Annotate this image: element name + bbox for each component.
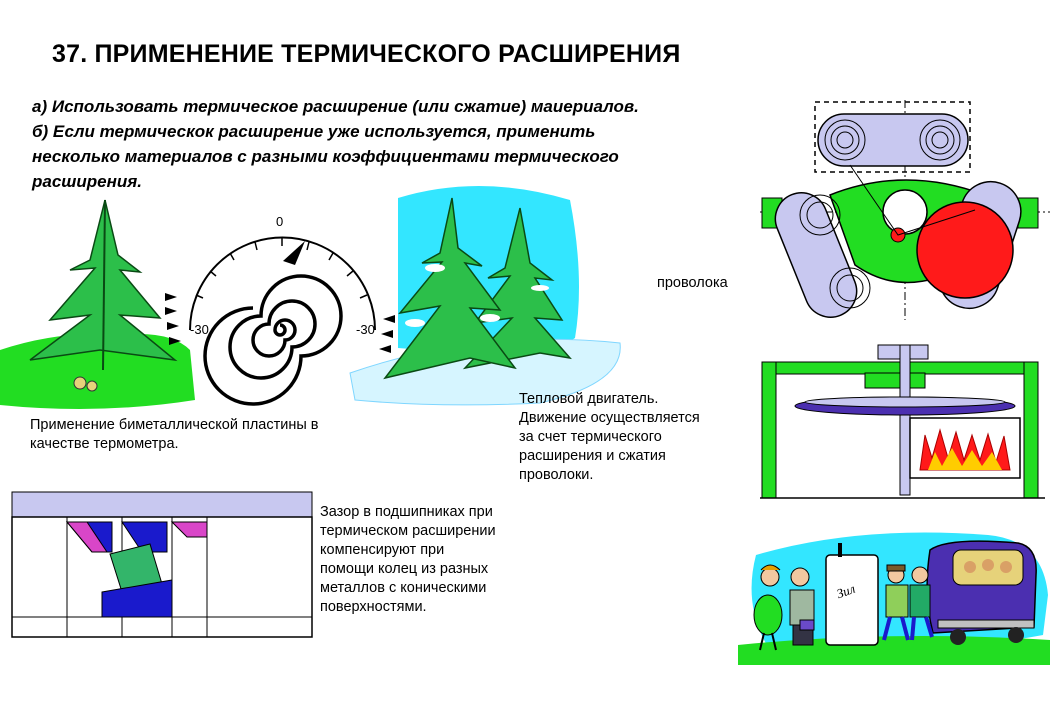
bus-wheel-left (950, 629, 966, 645)
bearing-caption: Зазор в подшипниках при термическом расш… (320, 504, 496, 615)
shaft (899, 344, 911, 496)
intro-line-a: а) Использовать термическое расширение (… (32, 97, 639, 116)
dial-needle (283, 241, 305, 265)
arrows-left (165, 293, 181, 345)
winter-trees-illustration (349, 185, 621, 406)
wire-line (849, 164, 976, 236)
frame-left (761, 361, 777, 499)
heat-engine-side (760, 344, 1045, 499)
fridge-logo: Зил (834, 581, 857, 602)
winter-tree-front (383, 197, 517, 380)
person-3 (882, 564, 910, 641)
red-wheel (916, 201, 1014, 299)
mushroom-1 (73, 376, 87, 390)
bearing-top-bar (11, 491, 313, 518)
cartoon-ground (738, 636, 1050, 665)
intro-line-b1: б) Если термическок расширение уже испол… (32, 122, 596, 141)
snow-patches (405, 264, 549, 327)
mushroom-2 (86, 380, 98, 392)
fire-inner (928, 448, 1002, 470)
belt-top (817, 113, 969, 167)
dial-arc (189, 236, 376, 331)
bus-bumper (937, 619, 1035, 629)
fridge-handle (838, 543, 842, 557)
fridge (825, 554, 879, 646)
bimetal-thermometer (165, 236, 395, 406)
intro-line-b3: расширения. (32, 172, 143, 191)
dashed-frame (814, 101, 971, 173)
person-2 (789, 567, 815, 646)
scale-label-left: -30 (190, 322, 209, 337)
scale-label-top: 0 (276, 214, 284, 229)
disc-top (804, 396, 1006, 408)
person-4 (909, 566, 934, 641)
heat-engine-pulleys (760, 100, 1050, 320)
ring-right-blue (121, 521, 168, 553)
shaft-collar (864, 372, 926, 389)
ring-left-pink (65, 521, 108, 553)
page-title: 37. ПРИМЕНЕНИЕ ТЕРМИЧЕСКОГО РАСШИРЕНИЯ (52, 40, 681, 68)
engine-caption: Тепловой двигатель. Движение осуществляе… (519, 391, 700, 483)
bus-wheel-right (1008, 627, 1024, 643)
belt-left (774, 192, 858, 318)
person-1 (753, 564, 783, 651)
wire-label: проволока (657, 275, 728, 291)
intro-text: а) Использовать термическое расширение (… (32, 94, 752, 194)
ring-right-pink (170, 521, 208, 538)
summer-tree-illustration (0, 199, 195, 409)
winter-tree-back (462, 207, 572, 370)
bimetal-spiral (203, 274, 343, 406)
dial-ticks (195, 238, 368, 299)
tree-trunk (102, 199, 106, 371)
scale-label-right: -30 (356, 322, 375, 337)
thermometer-caption: Применение биметаллической пластины в ка… (30, 417, 319, 452)
bus-cartoon-illustration: Зил (738, 532, 1050, 665)
tree-layer-1 (29, 199, 178, 362)
intro-line-b2: несколько материалов с разными коэффицие… (32, 147, 619, 166)
arrows-right (379, 315, 395, 353)
bearing-illustration (11, 491, 313, 638)
frame-right (1023, 361, 1039, 499)
